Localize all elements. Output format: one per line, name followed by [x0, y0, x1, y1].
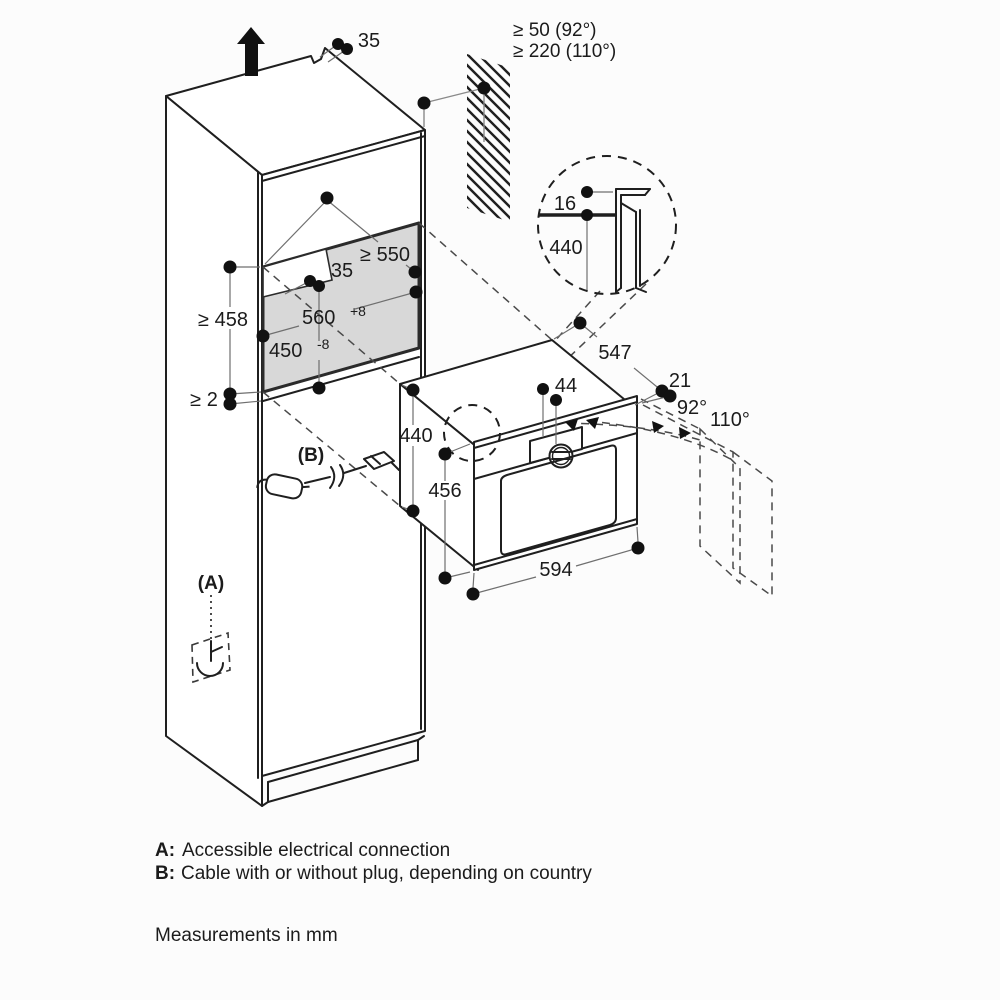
panel-height-label: 44: [555, 375, 577, 397]
wall-hatching: [467, 54, 510, 222]
dimensions: [223, 38, 677, 601]
units-note: Measurements in mm: [155, 925, 338, 946]
clearance-110-label: ≥ 220 (110°): [513, 41, 616, 62]
top-gap-label: 35: [358, 30, 380, 52]
min-height-label: ≥ 458: [198, 309, 248, 331]
body-height-label: 440: [399, 425, 432, 447]
oven-knob: [548, 443, 574, 469]
cable-connector: [363, 451, 395, 470]
niche-height-label: 450: [269, 340, 302, 362]
niche-depth-label: ≥ 550: [360, 244, 410, 266]
niche-inset-label: 35: [331, 260, 353, 282]
oven-door-window: [500, 444, 617, 556]
clearance-92-label: ≥ 50 (92°): [513, 20, 597, 41]
angle-110-label: 110°: [710, 409, 750, 431]
callout-a-label: (A): [198, 573, 224, 594]
cabinet-drawing: [165, 47, 426, 807]
detail-circle: [537, 155, 677, 295]
door-swing: [565, 398, 773, 598]
body-depth-label: 547: [598, 342, 631, 364]
angle-92-label: 92°: [677, 397, 707, 419]
legend-a-text: Accessible electrical connection: [182, 840, 450, 861]
overhang-label: 21: [669, 370, 691, 392]
upward-arrow-icon: [237, 27, 265, 76]
cabinet-top-face: [165, 47, 426, 176]
door-92-outline: [699, 427, 741, 585]
projection-lines: [262, 222, 553, 507]
detail-height-label: 440: [549, 237, 582, 259]
arc-arrowhead: [652, 421, 664, 433]
niche-width-tolerance: +8: [350, 303, 366, 319]
legend-b-key: B:: [155, 863, 175, 884]
cabinet-left-panel: [165, 95, 263, 807]
oven-drawing: [399, 339, 638, 571]
niche: [261, 221, 421, 402]
door-110-outline: [732, 450, 773, 598]
section-profile: [615, 188, 651, 293]
oven-left-face: [399, 383, 479, 571]
front-height-label: 456: [428, 480, 461, 502]
overlap-label: 16: [554, 193, 576, 215]
detail-leader-2: [499, 283, 647, 424]
niche-width-label: 560: [302, 307, 335, 329]
niche-inner-top: [262, 247, 333, 299]
dimension-labels: 35 ≥ 50 (92°) ≥ 220 (110°) 16 440 ≥ 550 …: [190, 20, 750, 594]
detail-marker-circle: [443, 404, 501, 462]
arc-arrowhead: [679, 427, 691, 439]
front-width-label: 594: [539, 559, 572, 581]
electrical-connection-symbol: [191, 595, 231, 684]
cable-with-plug: [256, 451, 400, 500]
legend-b-text: Cable with or without plug, depending on…: [181, 863, 592, 884]
callout-b-label: (B): [298, 445, 324, 466]
cabinet-plinth: [261, 735, 425, 807]
legend-a-key: A:: [155, 840, 175, 861]
niche-height-tolerance: -8: [317, 336, 330, 352]
arc-arrowhead: [565, 419, 578, 431]
bottom-gap-label: ≥ 2: [190, 389, 218, 411]
legend: A: Accessible electrical connection B: C…: [155, 840, 592, 946]
arc-arrowhead: [586, 417, 599, 429]
oven-front-frame: [473, 395, 638, 571]
